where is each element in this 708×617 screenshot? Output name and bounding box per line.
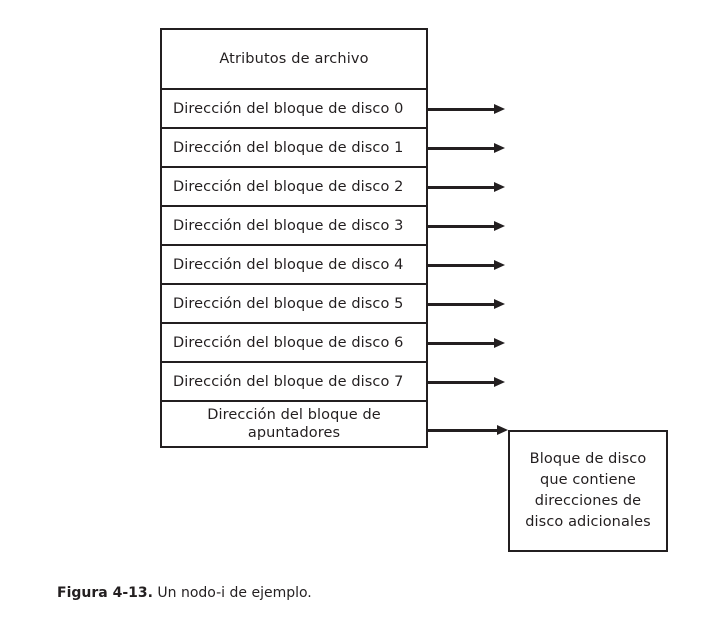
figure-caption-text: Un nodo-i de ejemplo.	[157, 585, 312, 601]
arrow-shaft	[428, 264, 494, 267]
inode-row-block-5: Dirección del bloque de disco 5	[162, 285, 426, 324]
block-pointer-arrow-7	[428, 377, 505, 388]
inode-row-attributes: Atributos de archivo	[162, 30, 426, 90]
attributes-label: Atributos de archivo	[219, 51, 369, 67]
arrow-shaft	[428, 225, 494, 228]
arrow-head	[494, 377, 505, 387]
block-pointer-arrow-5	[428, 299, 505, 310]
arrow-head	[494, 221, 505, 231]
figure-caption: Figura 4-13. Un nodo-i de ejemplo.	[57, 585, 312, 601]
arrow-head	[497, 425, 508, 435]
inode-row-indirect-pointer: Dirección del bloque de apuntadores	[162, 402, 426, 446]
block-pointer-label-3: Dirección del bloque de disco 3	[173, 217, 404, 234]
arrow-head	[494, 260, 505, 270]
block-pointer-label-4: Dirección del bloque de disco 4	[173, 256, 404, 273]
arrow-head	[494, 182, 505, 192]
block-pointer-label-6: Dirección del bloque de disco 6	[173, 334, 404, 351]
block-pointer-arrow-0	[428, 104, 505, 115]
block-pointer-arrow-3	[428, 221, 505, 232]
external-disk-block: Bloque de disco que contiene direcciones…	[508, 430, 668, 552]
inode-row-block-2: Dirección del bloque de disco 2	[162, 168, 426, 207]
arrow-shaft	[428, 303, 494, 306]
block-pointer-label-2: Dirección del bloque de disco 2	[173, 178, 404, 195]
external-disk-block-line-4: disco adicionales	[525, 514, 651, 530]
arrow-shaft	[428, 342, 494, 345]
inode-table: Atributos de archivo Dirección del bloqu…	[160, 28, 428, 448]
indirect-pointer-label: Dirección del bloque de apuntadores	[207, 406, 381, 442]
block-pointer-label-7: Dirección del bloque de disco 7	[173, 373, 404, 390]
arrow-shaft	[428, 147, 494, 150]
block-pointer-arrow-4	[428, 260, 505, 271]
inode-row-block-6: Dirección del bloque de disco 6	[162, 324, 426, 363]
external-disk-block-line-1: Bloque de disco	[529, 451, 647, 467]
inode-row-block-4: Dirección del bloque de disco 4	[162, 246, 426, 285]
arrow-head	[494, 104, 505, 114]
arrow-head	[494, 338, 505, 348]
indirect-pointer-line-1: Dirección del bloque de	[207, 407, 381, 423]
external-disk-block-label: Bloque de disco que contiene direcciones…	[525, 449, 651, 533]
indirect-pointer-arrow	[428, 425, 508, 436]
external-disk-block-line-2: que contiene	[540, 472, 636, 488]
inode-row-block-1: Dirección del bloque de disco 1	[162, 129, 426, 168]
arrow-shaft	[428, 186, 494, 189]
inode-row-block-3: Dirección del bloque de disco 3	[162, 207, 426, 246]
arrow-head	[494, 143, 505, 153]
block-pointer-label-1: Dirección del bloque de disco 1	[173, 139, 404, 156]
block-pointer-arrow-1	[428, 143, 505, 154]
inode-row-block-7: Dirección del bloque de disco 7	[162, 363, 426, 402]
block-pointer-label-5: Dirección del bloque de disco 5	[173, 295, 404, 312]
arrow-head	[494, 299, 505, 309]
external-disk-block-line-3: direcciones de	[534, 493, 642, 509]
arrow-shaft	[428, 429, 497, 432]
block-pointer-arrow-2	[428, 182, 505, 193]
figure-caption-label: Figura 4-13.	[57, 585, 153, 601]
inode-row-block-0: Dirección del bloque de disco 0	[162, 90, 426, 129]
arrow-shaft	[428, 108, 494, 111]
indirect-pointer-line-2: apuntadores	[247, 425, 341, 441]
block-pointer-label-0: Dirección del bloque de disco 0	[173, 100, 404, 117]
arrow-shaft	[428, 381, 494, 384]
block-pointer-arrow-6	[428, 338, 505, 349]
